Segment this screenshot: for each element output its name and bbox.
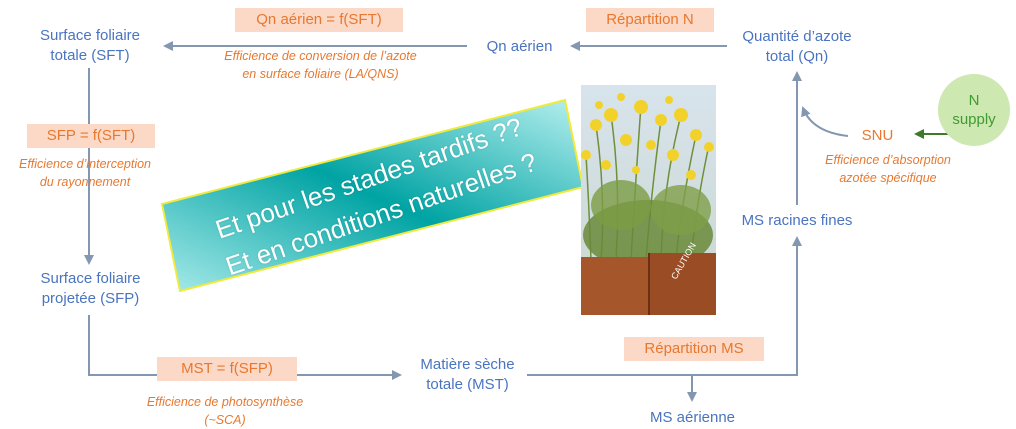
box-sfp-func: SFP = f(SFT) (27, 124, 155, 148)
node-ms-aerienne: MS aérienne (649, 409, 736, 426)
node-sft: Surface foliaire totale (SFT) (39, 27, 141, 64)
note-interception: Efficience d’interception du rayonnement (18, 157, 152, 189)
note-absorption: Efficience d’absorption azotée spécifiqu… (825, 153, 951, 185)
box-repartition-ms: Répartition MS (624, 337, 764, 361)
arrow-mst-to-ms-racines (527, 236, 802, 376)
n-supply-circle: N supply (938, 74, 1010, 146)
node-qn-total: Quantité d’azote total (Qn) (742, 28, 852, 65)
box-qn-aerien-func: Qn aérien = f(SFT) (235, 8, 403, 32)
photo-illustration: CAUTION (581, 85, 716, 315)
rapeseed-photo: CAUTION (581, 85, 716, 315)
node-ms-racines: MS racines fines (741, 212, 853, 229)
node-qn-aerien: Qn aérien (486, 38, 553, 55)
arrow-snu-curve (801, 106, 849, 137)
node-mst: Matière sèche totale (MST) (420, 356, 515, 393)
box-mst-func: MST = f(SFP) (157, 357, 297, 381)
box-repartition-n: Répartition N (586, 8, 714, 32)
node-snu: SNU (861, 127, 894, 144)
node-sfp: Surface foliaire projetée (SFP) (40, 270, 141, 307)
question-banner: Et pour les stades tardifs ?? Et en cond… (160, 98, 585, 293)
note-conversion: Efficience de conversion de l’azote en s… (224, 49, 417, 81)
note-photosynthese: Efficience de photosynthèse (~SCA) (146, 395, 304, 427)
